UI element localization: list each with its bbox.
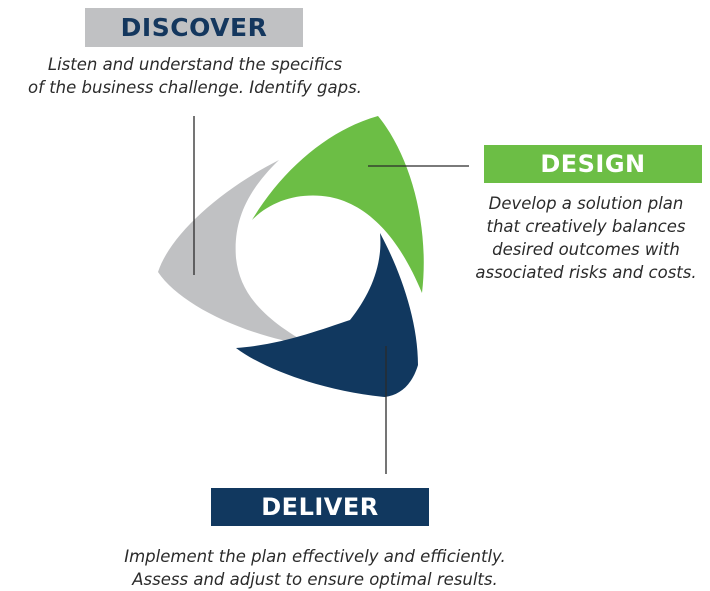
deliver-description: Implement the plan effectively and effic…	[95, 545, 535, 591]
design-line: Develop a solution plan	[488, 194, 684, 213]
deliver-line: Implement the plan effectively and effic…	[124, 547, 506, 566]
discover-title-box: DISCOVER	[85, 8, 303, 47]
design-line: that creatively balances	[486, 217, 686, 236]
discover-title: DISCOVER	[120, 13, 268, 42]
deliver-blade	[236, 233, 418, 397]
deliver-title-box: DELIVER	[211, 488, 429, 526]
design-description: Develop a solution plan that creatively …	[462, 192, 710, 284]
discover-blade	[158, 160, 312, 346]
deliver-line: Assess and adjust to ensure optimal resu…	[132, 570, 498, 589]
discover-description: Listen and understand the specifics of t…	[10, 53, 380, 99]
design-line: associated risks and costs.	[475, 263, 697, 282]
deliver-title: DELIVER	[261, 493, 379, 521]
discover-line: of the business challenge. Identify gaps…	[28, 78, 362, 97]
discover-line: Listen and understand the specifics	[47, 55, 343, 74]
design-title: DESIGN	[540, 150, 646, 178]
design-line: desired outcomes with	[492, 240, 680, 259]
design-title-box: DESIGN	[484, 145, 702, 183]
design-blade	[252, 116, 424, 293]
